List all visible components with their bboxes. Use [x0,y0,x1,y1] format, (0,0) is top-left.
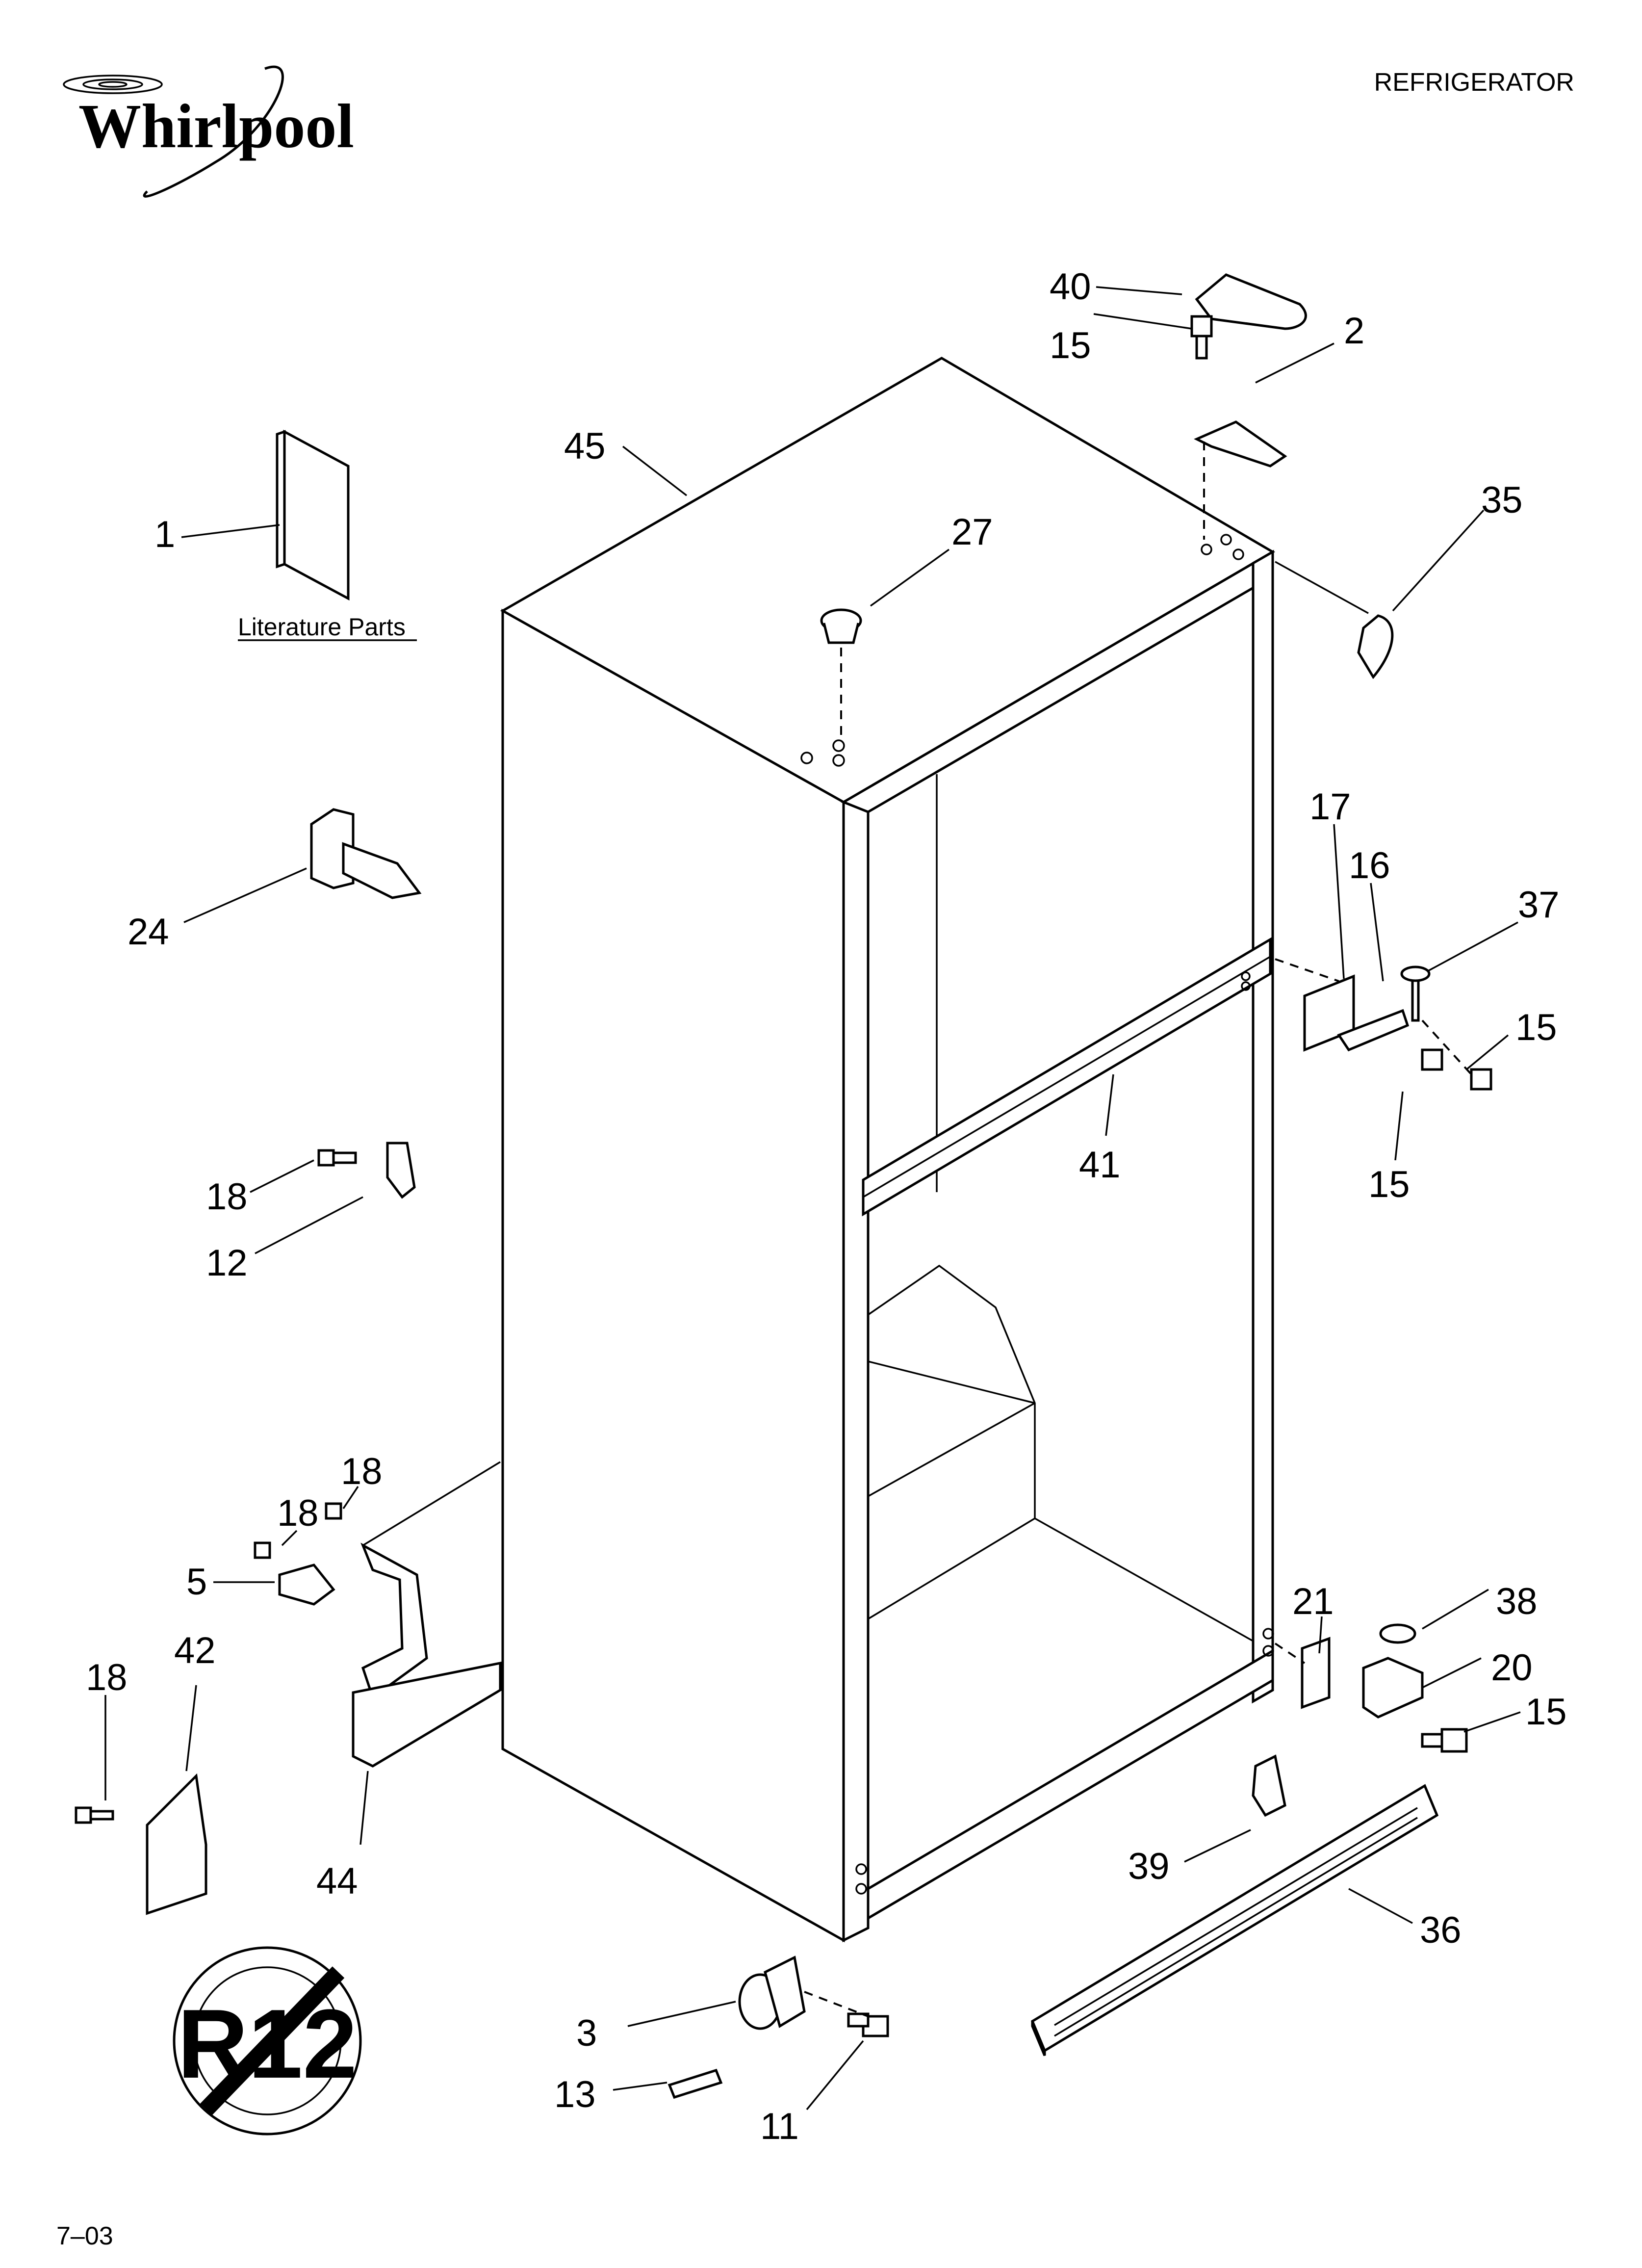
screw-and-clip [317,1142,416,1199]
top-hinge [1194,420,1287,468]
callout-5: 5 [186,1561,207,1603]
whirlpool-logo: Whirlpool [63,65,354,198]
callout-27: 27 [951,511,993,553]
roller-assembly [667,1955,889,2099]
callout-40: 40 [1050,266,1091,308]
callout-24: 24 [128,911,169,953]
hinge-cover [1357,614,1394,679]
callout-15: 15 [1050,325,1091,366]
no-r12-symbol: R12 [173,1946,362,2136]
callout-18: 18 [341,1451,383,1492]
page-title: REFRIGERATOR [1374,68,1574,97]
center-hinge-assembly [1275,958,1492,1091]
callout-18: 18 [277,1492,319,1534]
callouts: 40 15 2 45 35 1 27 17 16 37 15 15 24 41 … [86,266,1567,2147]
callout-18: 18 [86,1657,128,1698]
callout-17: 17 [1309,786,1351,828]
callout-3: 3 [576,2012,597,2054]
cabinet-assembly [500,357,1275,1943]
callout-15: 15 [1525,1691,1567,1733]
callout-44: 44 [316,1860,358,1902]
callout-36: 36 [1420,1909,1462,1951]
callout-13: 13 [554,2074,596,2115]
literature-parts: Literature Parts [238,429,417,641]
callout-41: 41 [1079,1144,1121,1186]
callout-21: 21 [1292,1581,1334,1622]
callout-35: 35 [1481,479,1523,521]
bottom-left-brackets [75,1461,502,1915]
callout-37: 37 [1518,884,1560,926]
callout-42: 42 [174,1630,216,1671]
grille-clip [1252,1754,1286,1817]
callout-45: 45 [564,425,606,467]
top-hinge-cover [1195,273,1307,330]
callout-15: 15 [1515,1007,1557,1048]
callout-12: 12 [206,1242,248,1284]
callout-38: 38 [1496,1581,1538,1622]
hinge-screw [1190,315,1213,360]
callout-15: 15 [1368,1164,1410,1205]
callout-1: 1 [154,514,175,555]
leader-lines [104,286,1521,2111]
callout-16: 16 [1349,845,1390,886]
callout-2: 2 [1344,310,1364,352]
plug-button [820,608,862,736]
callout-39: 39 [1128,1846,1170,1887]
footer-code: 7–03 [56,2222,113,2250]
shelf-stud [310,808,422,899]
callout-20: 20 [1491,1647,1533,1689]
base-grille [1030,1784,1439,2056]
logo-text: Whirlpool [78,91,354,161]
literature-caption: Literature Parts [238,613,406,641]
callout-18: 18 [206,1176,248,1218]
callout-11: 11 [760,2106,799,2147]
bottom-hinge-assembly [1274,1623,1468,1753]
